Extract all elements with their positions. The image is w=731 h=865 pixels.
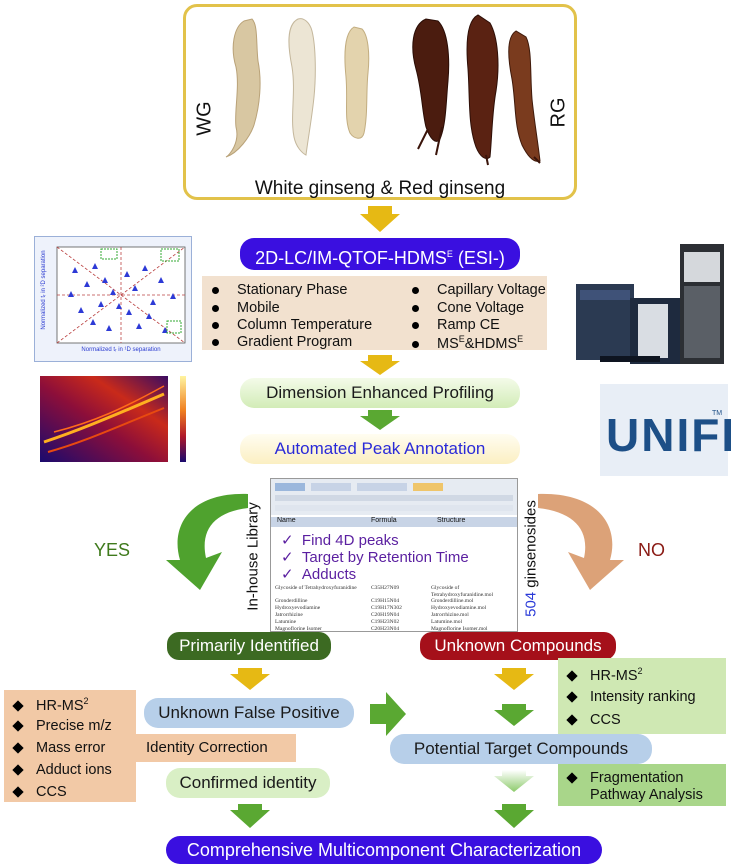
- final-characterization: Comprehensive Multicomponent Characteriz…: [166, 836, 602, 864]
- fragmentation-line: Pathway Analysis: [590, 787, 703, 803]
- down-arrow-faded: [494, 770, 534, 792]
- criteria-item: Intensity ranking: [566, 689, 696, 705]
- criteria-item: HR-MS2: [12, 696, 89, 714]
- yes-label: YES: [94, 540, 131, 560]
- in-house-library-label: In-house Library: [232, 494, 272, 624]
- mass-spectrometer-image: [576, 244, 724, 364]
- dimension-enhanced-profiling: Dimension Enhanced Profiling: [240, 378, 520, 408]
- param-item: Mobile: [212, 300, 280, 316]
- unknown-false-positive: Unknown False Positive: [144, 698, 354, 728]
- down-arrow-yellow: [360, 355, 400, 375]
- ranking-criteria-box: HR-MS2 Intensity ranking CCS: [558, 658, 726, 734]
- method-title-text: 2D-LC/IM-QTOF-HDMS: [255, 248, 447, 268]
- library-header-row: Name Formula Structure: [271, 517, 517, 527]
- fragmentation-line: Fragmentation: [566, 770, 684, 786]
- method-title: 2D-LC/IM-QTOF-HDMSE (ESI-): [240, 238, 520, 270]
- down-arrow-yellow: [230, 668, 270, 690]
- scatter-ylabel: Normalized tᵣ in ²D separation: [41, 250, 47, 330]
- check-item: ✓ Find 4D peaks: [281, 532, 399, 549]
- down-arrow-green: [494, 804, 534, 828]
- right-arrow-green: [370, 692, 406, 736]
- param-item: Ramp CE: [412, 317, 500, 333]
- param-item: Gradient Program: [212, 334, 352, 350]
- down-arrow-green: [494, 704, 534, 726]
- criteria-item: Precise m/z: [12, 718, 112, 734]
- identity-correction: Identity Correction: [136, 734, 296, 762]
- check-item: ✓ Target by Retention Time: [281, 549, 469, 566]
- param-item: MSE&HDMSE: [412, 334, 523, 352]
- scatter-xlabel: Normalized tᵣ in ¹D separation: [81, 347, 161, 353]
- fragmentation-box: Fragmentation Pathway Analysis: [558, 764, 726, 806]
- ginseng-caption: White ginseng & Red ginseng: [254, 178, 506, 199]
- 2d-separation-scatter: Normalized tᵣ in ²D separation Normalize…: [34, 236, 192, 362]
- ginseng-photo-panel: WG RG White ginseng & Red ginseng: [183, 4, 577, 200]
- evaluation-criteria-box: HR-MS2 Precise m/z Mass error Adduct ion…: [4, 690, 136, 802]
- parameter-box: Stationary Phase Mobile Column Temperatu…: [202, 276, 547, 352]
- ion-mobility-heatmap: [34, 372, 190, 472]
- unifi-logo: UNIFI TM: [600, 384, 731, 476]
- rg-label: RG: [547, 97, 570, 128]
- no-label: NO: [638, 540, 665, 560]
- confirmed-identity: Confirmed identity: [166, 768, 330, 798]
- down-arrow-yellow: [360, 206, 400, 232]
- library-side-text: In-house Library: [244, 502, 262, 611]
- unifi-tm: TM: [712, 410, 723, 417]
- library-toolbar: [271, 479, 517, 515]
- down-arrow-green: [360, 410, 400, 430]
- no-curved-arrow: [538, 493, 624, 590]
- ginsenosides-count-text: 504 ginsenosides: [522, 500, 540, 617]
- method-title-sup: E: [446, 249, 453, 259]
- unknown-compounds: Unknown Compounds: [420, 632, 616, 660]
- primarily-identified: Primarily Identified: [167, 632, 331, 660]
- ginseng-roots-image: [225, 14, 541, 166]
- param-item: Stationary Phase: [212, 282, 347, 298]
- method-title-suffix: (ESI-): [452, 248, 505, 268]
- potential-target-compounds: Potential Target Compounds: [390, 734, 652, 764]
- criteria-item: Adduct ions: [12, 762, 112, 778]
- ginsenosides-count-label: 504 ginsenosides: [516, 494, 546, 624]
- param-item: Capillary Voltage: [412, 282, 546, 298]
- down-arrow-green: [230, 804, 270, 828]
- yes-curved-arrow: [166, 493, 248, 590]
- library-header: Structure: [437, 517, 466, 524]
- param-item: Column Temperature: [212, 317, 372, 333]
- param-item: Cone Voltage: [412, 300, 524, 316]
- library-header: Name: [277, 517, 296, 524]
- unifi-logo-text: UNIFI: [606, 409, 731, 461]
- library-screenshot: Name Formula Structure ✓ Find 4D peaks ✓…: [270, 478, 518, 632]
- check-item: ✓ Adducts: [281, 566, 357, 583]
- criteria-item: CCS: [566, 712, 621, 728]
- automated-peak-annotation: Automated Peak Annotation: [240, 434, 520, 464]
- criteria-item: HR-MS2: [566, 666, 643, 684]
- wg-label: WG: [193, 101, 216, 136]
- library-header: Formula: [371, 517, 397, 524]
- down-arrow-yellow: [494, 668, 534, 690]
- criteria-item: CCS: [12, 784, 67, 800]
- criteria-item: Mass error: [12, 740, 105, 756]
